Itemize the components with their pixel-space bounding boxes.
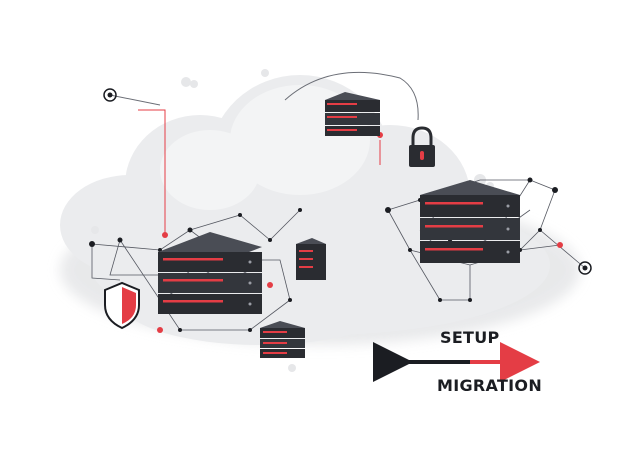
migration-label: MIGRATION <box>437 376 543 395</box>
padlock-icon <box>409 126 435 167</box>
server-rack-icon-bottom <box>260 321 305 358</box>
orbit-lines <box>109 71 419 121</box>
server-rack-icon-left <box>158 232 262 314</box>
setup-label: SETUP <box>440 328 500 347</box>
server-tower-icon <box>296 238 326 280</box>
red-connector <box>138 109 381 235</box>
server-rack-icon-top <box>325 92 380 136</box>
target-nodes <box>103 88 592 275</box>
shield-icon <box>104 281 140 330</box>
server-rack-icon-right <box>420 180 520 263</box>
